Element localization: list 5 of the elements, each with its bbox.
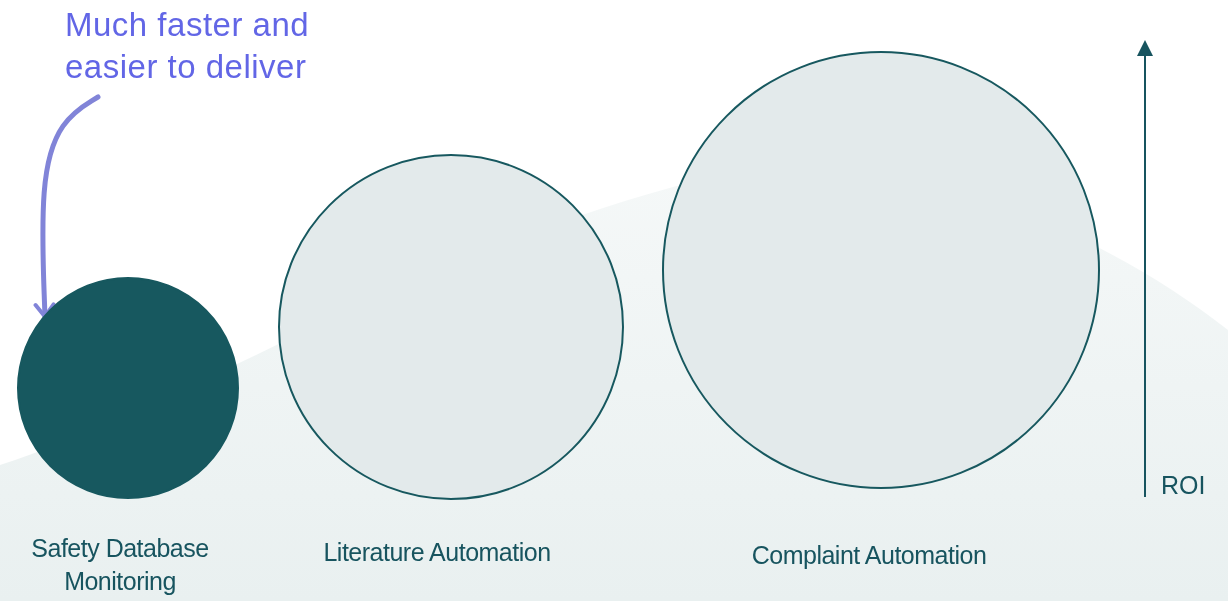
annotation-text: Much faster and easier to deliver xyxy=(65,5,311,87)
circle-label: Literature Automation xyxy=(322,537,552,568)
axis-label: ROI xyxy=(1161,471,1206,500)
circle-label: Complaint Automation xyxy=(750,540,988,571)
circle-label: Safety Database Monitoring xyxy=(30,533,210,597)
